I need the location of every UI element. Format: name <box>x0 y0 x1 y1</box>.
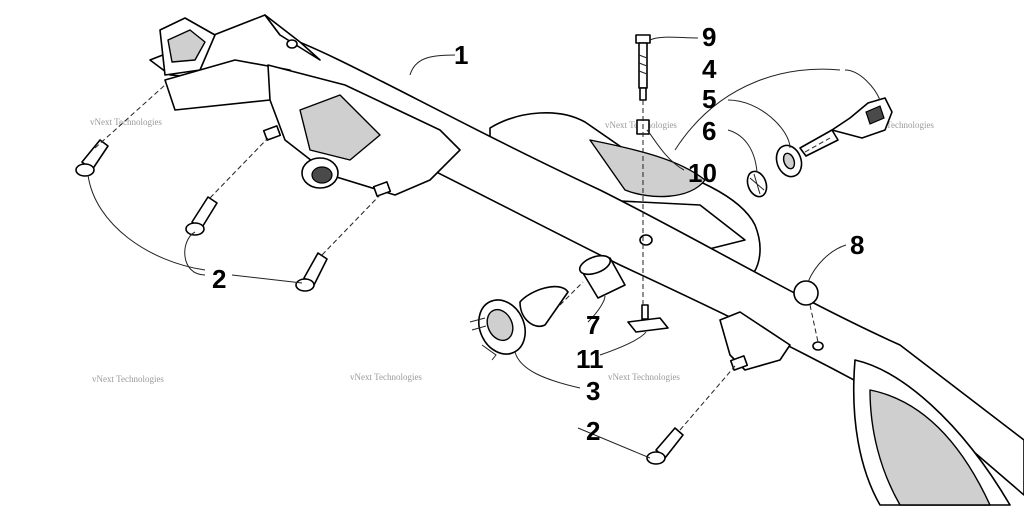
leader-lines <box>87 36 881 459</box>
nut <box>775 144 803 178</box>
screw-post <box>635 34 651 101</box>
callout-2: 2 <box>212 264 226 294</box>
watermark: vNext Technologies <box>862 120 934 130</box>
callout-6: 6 <box>702 116 716 146</box>
callout-8: 8 <box>850 230 864 260</box>
sleeve <box>578 254 626 299</box>
callout-4: 4 <box>702 54 717 84</box>
screw <box>185 196 218 236</box>
watermark: vNext Technologies <box>90 117 162 127</box>
callout-labels: 1 2 2 3 4 5 6 7 8 9 10 11 <box>212 22 864 446</box>
watermark: vNext Technologies <box>350 372 422 382</box>
screw <box>295 252 328 292</box>
ignition-switch <box>469 285 569 361</box>
key <box>799 97 893 157</box>
callout-11: 11 <box>576 344 604 374</box>
callout-10: 10 <box>688 158 717 188</box>
lock-washer <box>746 170 768 198</box>
callout-2: 2 <box>586 416 600 446</box>
watermark: vNext Technologies <box>608 372 680 382</box>
callout-9: 9 <box>702 22 716 52</box>
callout-7: 7 <box>586 310 600 340</box>
handlebar-console <box>149 14 1024 506</box>
callout-1: 1 <box>454 40 468 70</box>
retainer-clip <box>627 304 669 333</box>
callout-3: 3 <box>586 376 600 406</box>
screw <box>646 427 684 465</box>
screw <box>75 139 109 177</box>
callout-5: 5 <box>702 84 716 114</box>
cap-plug <box>793 280 819 306</box>
watermark: vNext Technologies <box>92 374 164 384</box>
